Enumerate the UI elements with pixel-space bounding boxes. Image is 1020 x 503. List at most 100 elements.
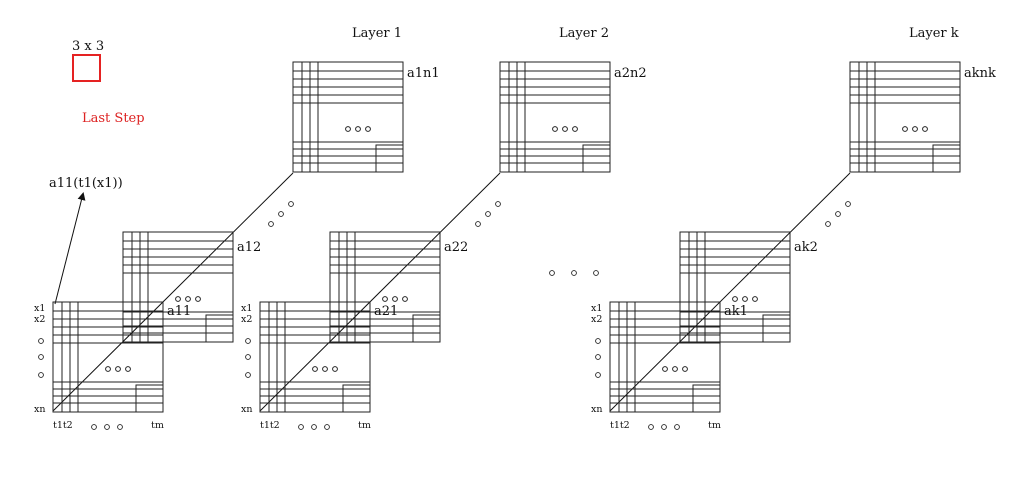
row-label-xn-layer1: xn <box>34 404 45 415</box>
grid-a11-ellipsis-dot <box>115 366 121 372</box>
stack-ellipsis-dot-layerk <box>845 201 851 207</box>
stack-diagonal-1 <box>52 172 294 412</box>
row-ellipsis-dot-layer2 <box>245 372 251 378</box>
grid-a22-border <box>329 231 441 343</box>
grid-label-a2n2: a2n2 <box>614 66 647 81</box>
col-label-t1t2-layer1: t1t2 <box>53 420 73 431</box>
grid-a11-ellipsis-dot <box>105 366 111 372</box>
grid-label-a22: a22 <box>444 240 468 255</box>
col-ellipsis-dot-layerk <box>674 424 680 430</box>
grid-ak2-border <box>679 231 791 343</box>
row-label-x2-layer2: x2 <box>241 314 252 325</box>
kernel-legend-box <box>72 54 101 82</box>
col-label-t1t2-layer2: t1t2 <box>260 420 280 431</box>
grid-a2n2-last-step-box <box>582 144 611 173</box>
col-ellipsis-dot-layer2 <box>311 424 317 430</box>
col-label-tm-layerk: tm <box>708 420 721 431</box>
stack-ellipsis-dot-layerk <box>825 221 831 227</box>
grid-ak2-last-step-box <box>762 314 791 343</box>
grid-label-aknk: aknk <box>964 66 996 81</box>
annotation-label: a11(t1(x1)) <box>49 176 123 191</box>
grid-a21-ellipsis-dot <box>322 366 328 372</box>
grid-label-ak2: ak2 <box>794 240 818 255</box>
row-ellipsis-dot-layer1 <box>38 354 44 360</box>
col-label-t1t2-layerk: t1t2 <box>610 420 630 431</box>
grid-a2n2-ellipsis-dot <box>572 126 578 132</box>
grid-a21-border <box>259 301 371 413</box>
grid-a21-ellipsis-dot <box>312 366 318 372</box>
grid-aknk-ellipsis-dot <box>922 126 928 132</box>
col-ellipsis-dot-layer2 <box>324 424 330 430</box>
col-ellipsis-dot-layer1 <box>104 424 110 430</box>
grid-a21-ellipsis-dot <box>332 366 338 372</box>
row-label-x2-layer1: x2 <box>34 314 45 325</box>
grid-a1n1-ellipsis-dot <box>345 126 351 132</box>
grid-a12-border <box>122 231 234 343</box>
grid-ak1-ellipsis-dot <box>672 366 678 372</box>
grid-a1n1-border <box>292 61 404 173</box>
col-ellipsis-dot-layer1 <box>117 424 123 430</box>
layer-ellipsis-dot <box>593 270 599 276</box>
grid-ak2-ellipsis-dot <box>752 296 758 302</box>
col-ellipsis-dot-layerk <box>648 424 654 430</box>
grid-a1n1-ellipsis-dot <box>365 126 371 132</box>
row-ellipsis-dot-layer2 <box>245 338 251 344</box>
row-label-xn-layer2: xn <box>241 404 252 415</box>
kernel-size-label: 3 x 3 <box>72 39 104 54</box>
grid-a12-ellipsis-dot <box>175 296 181 302</box>
layer-2-title: Layer 2 <box>559 26 609 41</box>
col-ellipsis-dot-layerk <box>661 424 667 430</box>
grid-a12-ellipsis-dot <box>185 296 191 302</box>
col-ellipsis-dot-layer1 <box>91 424 97 430</box>
grid-a22-ellipsis-dot <box>392 296 398 302</box>
grid-a22 <box>329 231 441 343</box>
annotation-arrow <box>54 192 86 305</box>
grid-a22-last-step-box <box>412 314 441 343</box>
stack-ellipsis-dot-layer1 <box>268 221 274 227</box>
layer-ellipsis-dot <box>549 270 555 276</box>
grid-ak1 <box>609 301 721 413</box>
grid-a12-last-step-box <box>205 314 234 343</box>
stack-ellipsis-dot-layerk <box>835 211 841 217</box>
grid-label-ak1: ak1 <box>724 304 748 319</box>
grid-ak2-ellipsis-dot <box>732 296 738 302</box>
grid-label-a11: a11 <box>167 304 191 319</box>
last-step-label: Last Step <box>82 111 145 126</box>
row-ellipsis-dot-layerk <box>595 372 601 378</box>
col-ellipsis-dot-layer2 <box>298 424 304 430</box>
row-ellipsis-dot-layerk <box>595 338 601 344</box>
stack-ellipsis-dot-layer2 <box>495 201 501 207</box>
grid-a2n2-border <box>499 61 611 173</box>
grid-a11-ellipsis-dot <box>125 366 131 372</box>
layer-k-title: Layer k <box>909 26 959 41</box>
grid-label-a21: a21 <box>374 304 398 319</box>
stack-diagonal-2 <box>259 172 501 412</box>
grid-a22-ellipsis-dot <box>402 296 408 302</box>
row-ellipsis-dot-layer1 <box>38 338 44 344</box>
grid-a12 <box>122 231 234 343</box>
grid-a2n2-ellipsis-dot <box>552 126 558 132</box>
grid-ak2 <box>679 231 791 343</box>
grid-ak2-ellipsis-dot <box>742 296 748 302</box>
row-label-x2-layerk: x2 <box>591 314 602 325</box>
col-label-tm-layer1: tm <box>151 420 164 431</box>
grid-label-a1n1: a1n1 <box>407 66 440 81</box>
grid-aknk-ellipsis-dot <box>912 126 918 132</box>
grid-a1n1-last-step-box <box>375 144 404 173</box>
col-label-tm-layer2: tm <box>358 420 371 431</box>
grid-aknk-ellipsis-dot <box>902 126 908 132</box>
grid-a11-last-step-box <box>135 384 164 413</box>
grid-a22-ellipsis-dot <box>382 296 388 302</box>
row-label-xn-layerk: xn <box>591 404 602 415</box>
grid-a1n1-ellipsis-dot <box>355 126 361 132</box>
grid-a11-border <box>52 301 164 413</box>
row-ellipsis-dot-layer1 <box>38 372 44 378</box>
grid-a2n2 <box>499 61 611 173</box>
grid-a21-last-step-box <box>342 384 371 413</box>
grid-ak1-border <box>609 301 721 413</box>
layer-1-title: Layer 1 <box>352 26 402 41</box>
row-label-x1-layerk: x1 <box>591 303 602 314</box>
grid-aknk-last-step-box <box>932 144 961 173</box>
row-ellipsis-dot-layerk <box>595 354 601 360</box>
